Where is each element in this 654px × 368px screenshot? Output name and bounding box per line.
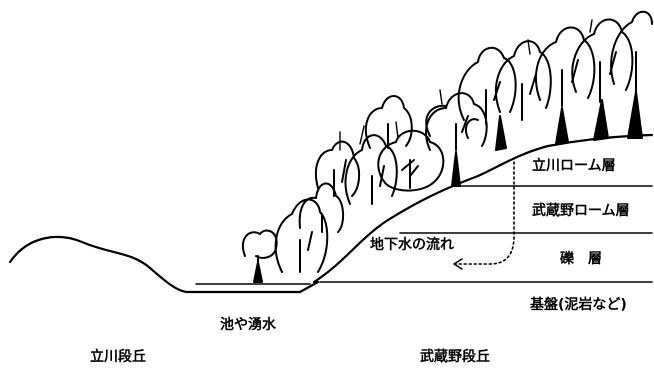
tachikawa-terrace-ground-line <box>8 235 320 294</box>
tachikawa-loam-layer-label: 立川ローム層 <box>532 158 616 174</box>
bedrock-layer-label: 基盤(泥岩など) <box>530 297 627 313</box>
tachikawa-terrace-label: 立川段丘 <box>90 349 146 365</box>
tree-icon <box>241 10 653 283</box>
groundwater-flow-label: 地下水の流れ <box>370 237 454 253</box>
gravel-layer-label: 礫 層 <box>560 251 602 267</box>
musashino-slope-line <box>312 133 654 284</box>
dotted-arrow-icon <box>453 161 515 270</box>
musashino-terrace-label: 武蔵野段丘 <box>420 349 490 365</box>
pond-spring-label: 池や湧水 <box>220 317 276 333</box>
musashino-loam-layer-label: 武蔵野ローム層 <box>532 203 630 219</box>
